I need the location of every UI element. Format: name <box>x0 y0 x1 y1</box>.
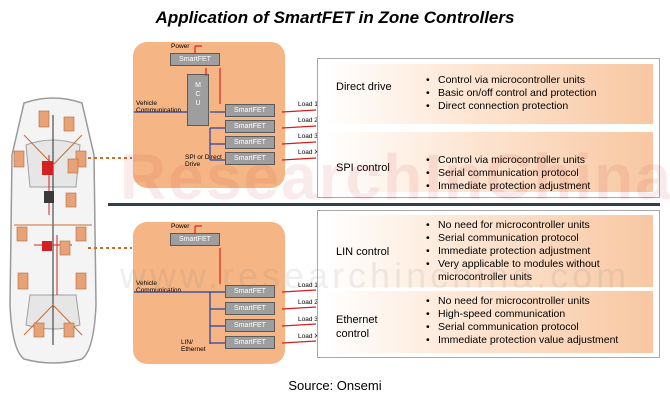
row-title: LIN control <box>336 246 390 258</box>
power-label: Power <box>171 223 190 230</box>
desc-panel-bottom: LIN control No need for microcontroller … <box>317 210 660 358</box>
lin-ethernet-label: LIN/ Ethernet <box>181 339 206 353</box>
bullet-item: Very applicable to modules without micro… <box>424 258 654 284</box>
zone-controller-lin-ethernet: Power SmartFET Vehicle Communication Sma… <box>133 222 285 364</box>
mcu-box: M C U <box>187 74 209 126</box>
vehicle-communication-label: Vehicle Communication <box>136 100 182 114</box>
desc-row-lin: LIN control No need for microcontroller … <box>324 215 653 287</box>
bullet-item: No need for microcontroller units <box>424 219 654 232</box>
watermark-logo: ResearchInChina <box>120 141 670 213</box>
spi-direct-drive-label: SPI or Direct Drive <box>185 154 222 168</box>
bullet-item: Immediate protection value adjustment <box>424 334 618 347</box>
load-label: Load 3 <box>298 316 318 323</box>
load-label: Load 1 <box>298 101 318 108</box>
bullet-item: Serial communication protocol <box>424 232 654 245</box>
mcu-letter: M <box>195 82 201 89</box>
bullet-item: No need for microcontroller units <box>424 295 618 308</box>
bullet-item: Direct connection protection <box>424 100 597 113</box>
bullet-item: High-speed communication <box>424 308 618 321</box>
smartfet-box-3: SmartFET <box>225 319 275 332</box>
vehicle-communication-label: Vehicle Communication <box>136 280 182 294</box>
desc-row-direct-drive: Direct drive Control via microcontroller… <box>324 64 653 124</box>
load-label: Load X <box>298 149 319 156</box>
desc-panel-top: Direct drive Control via microcontroller… <box>317 58 660 198</box>
smartfet-box-2: SmartFET <box>225 120 275 133</box>
bullet-item: Immediate protection adjustment <box>424 180 590 193</box>
section-divider <box>108 203 660 206</box>
page-title: Application of SmartFET in Zone Controll… <box>155 8 515 27</box>
bullet-item: Control via microcontroller units <box>424 154 590 167</box>
bullet-item: Immediate protection adjustment <box>424 245 654 258</box>
bullet-item: Control via microcontroller units <box>424 74 597 87</box>
load-label: Load 3 <box>298 133 318 140</box>
row-title: Ethernet control <box>336 314 378 340</box>
load-label: Load 2 <box>298 117 318 124</box>
power-label: Power <box>171 43 190 50</box>
car-illustration <box>9 97 97 364</box>
source-caption: Source: Onsemi <box>288 378 382 393</box>
smartfet-box-1: SmartFET <box>225 104 275 117</box>
smartfet-power-box: SmartFET <box>170 53 220 66</box>
load-label: Load 1 <box>298 282 318 289</box>
watermark-url: www.researchinchina.com <box>120 255 631 296</box>
smartfet-box-2: SmartFET <box>225 302 275 315</box>
desc-row-spi: SPI control Control via microcontroller … <box>324 132 653 193</box>
zone-controller-spi: Power SmartFET M C U Vehicle Communicati… <box>133 42 285 188</box>
dotted-connectors <box>88 157 132 249</box>
load-label: Load X <box>298 333 319 340</box>
bullet-item: Basic on/off control and protection <box>424 87 597 100</box>
mcu-letter: U <box>195 100 201 107</box>
smartfet-box-3: SmartFET <box>225 136 275 149</box>
desc-row-ethernet: Ethernet control No need for microcontro… <box>324 291 653 353</box>
smartfet-box-4: SmartFET <box>225 152 275 165</box>
top-panel-wiring <box>134 45 317 161</box>
bullet-item: Serial communication protocol <box>424 167 590 180</box>
mcu-letter: C <box>195 91 201 98</box>
load-label: Load 2 <box>298 299 318 306</box>
smartfet-box-1: SmartFET <box>225 285 275 298</box>
bullet-item: Serial communication protocol <box>424 321 618 334</box>
row-title: Direct drive <box>336 81 392 93</box>
bottom-panel-wiring <box>134 225 317 344</box>
smartfet-box-4: SmartFET <box>225 336 275 349</box>
row-title: SPI control <box>336 162 390 174</box>
